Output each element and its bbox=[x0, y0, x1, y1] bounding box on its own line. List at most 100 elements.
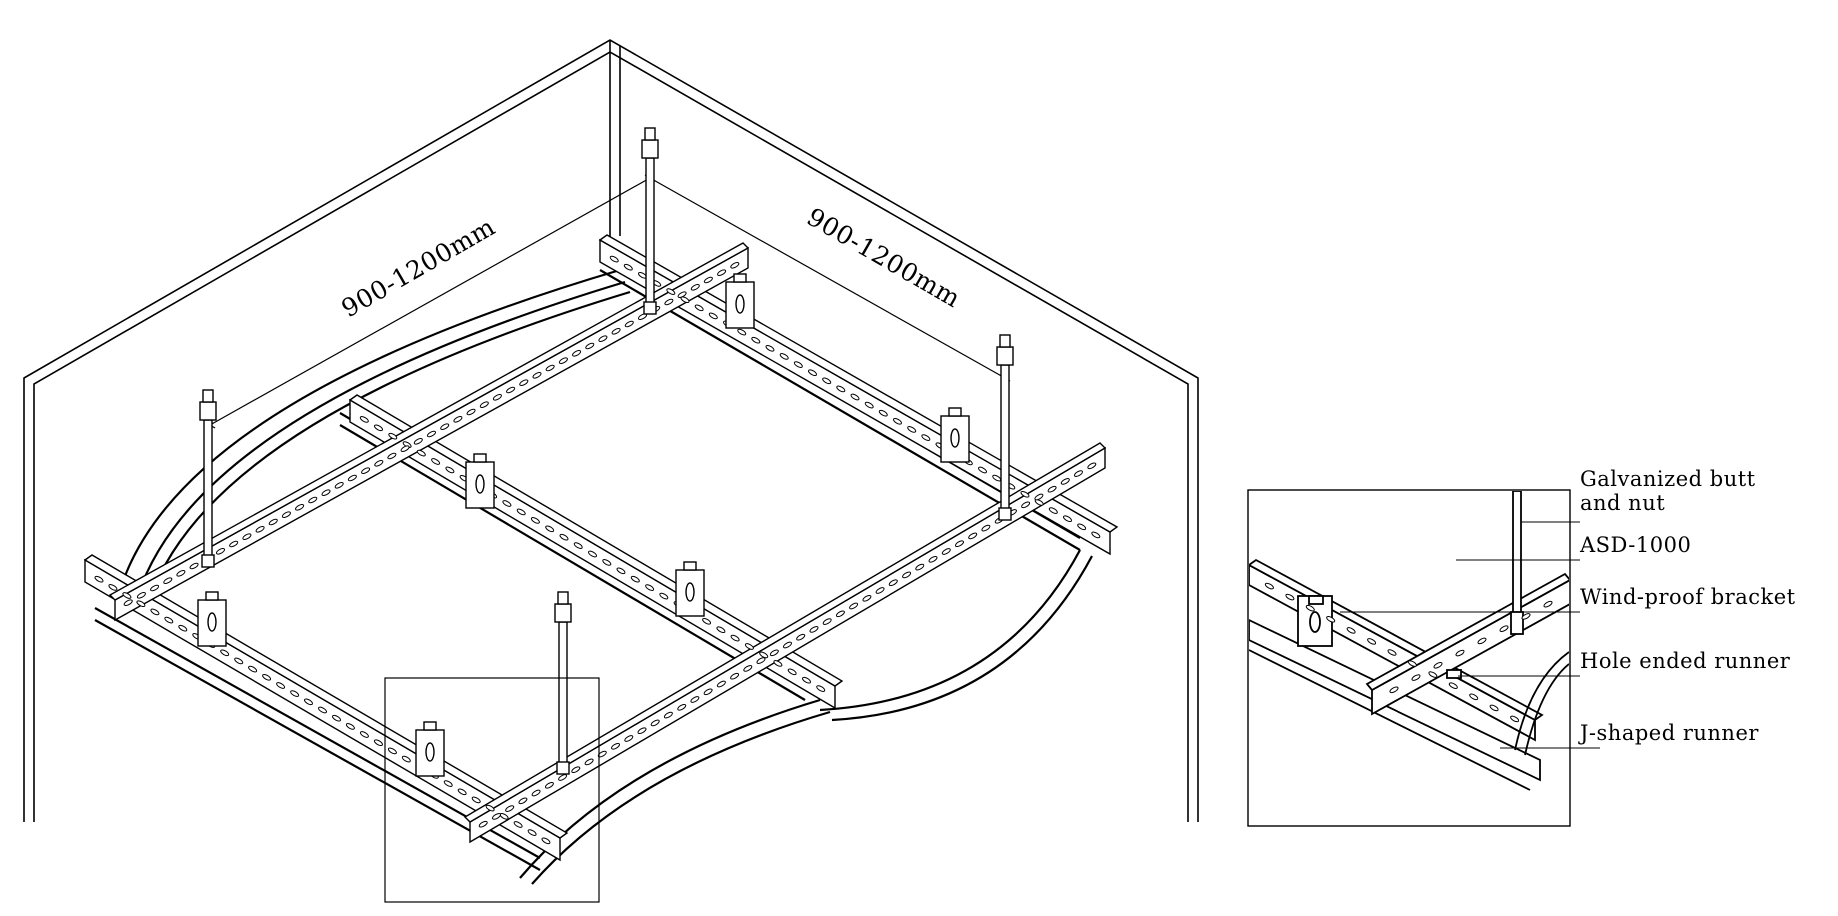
hole bbox=[921, 434, 931, 441]
top-clip bbox=[641, 139, 659, 159]
hole bbox=[1411, 674, 1421, 681]
hole bbox=[541, 837, 551, 845]
hole bbox=[915, 563, 925, 571]
hole bbox=[816, 685, 826, 692]
hole bbox=[163, 577, 173, 584]
hole bbox=[1305, 604, 1315, 612]
hole bbox=[1021, 501, 1031, 509]
hole bbox=[624, 735, 634, 742]
callout-leaders bbox=[1340, 521, 1600, 749]
hole bbox=[902, 571, 912, 579]
hole bbox=[518, 797, 528, 805]
hole bbox=[1264, 582, 1274, 590]
hole bbox=[773, 660, 783, 667]
rod bbox=[1000, 364, 1010, 519]
hole bbox=[609, 255, 619, 263]
hole bbox=[345, 723, 355, 730]
hole bbox=[743, 665, 753, 672]
clip-hook bbox=[999, 334, 1011, 348]
callout-labels: Galvanized butt and nut ASD-1000 Wind-pr… bbox=[1578, 467, 1795, 745]
hole bbox=[1034, 493, 1044, 501]
bracket-nut bbox=[473, 453, 487, 463]
hole bbox=[708, 312, 718, 320]
hole bbox=[1367, 638, 1377, 645]
hole bbox=[308, 496, 318, 504]
hole bbox=[717, 269, 727, 276]
hole bbox=[215, 548, 226, 555]
hole bbox=[571, 766, 581, 774]
label-and-nut: and nut bbox=[1580, 491, 1665, 515]
rod-nut bbox=[201, 554, 215, 568]
hole bbox=[928, 555, 938, 563]
hole bbox=[530, 517, 540, 524]
hole bbox=[317, 706, 328, 714]
hole bbox=[941, 548, 951, 555]
hole bbox=[862, 594, 872, 602]
hole bbox=[558, 774, 568, 781]
hole bbox=[716, 680, 726, 688]
hole bbox=[756, 657, 766, 664]
hole bbox=[1433, 662, 1443, 669]
hole bbox=[189, 562, 199, 570]
hole bbox=[585, 342, 595, 350]
perforation-holes bbox=[94, 255, 1101, 845]
hole bbox=[744, 643, 754, 650]
hole bbox=[864, 401, 874, 409]
label-asd-1000: ASD-1000 bbox=[1579, 533, 1691, 557]
hole bbox=[558, 357, 568, 364]
hole bbox=[782, 641, 793, 649]
hole bbox=[1047, 485, 1057, 493]
inset-perforations bbox=[1264, 582, 1553, 723]
hole bbox=[334, 482, 344, 489]
hole bbox=[694, 304, 704, 312]
hole bbox=[544, 781, 554, 789]
hole bbox=[416, 449, 426, 457]
hole bbox=[677, 291, 687, 298]
hole bbox=[807, 369, 818, 377]
hole bbox=[587, 550, 598, 558]
hole bbox=[262, 673, 272, 681]
wind-proof-brackets bbox=[197, 273, 970, 777]
bracket-slot bbox=[685, 582, 695, 602]
hole bbox=[531, 789, 541, 797]
bracket-nut bbox=[423, 721, 437, 731]
hole bbox=[374, 460, 384, 467]
hole bbox=[453, 416, 463, 423]
dimension-left-label: 900-1200mm bbox=[337, 212, 501, 323]
hole bbox=[892, 417, 903, 425]
hole bbox=[303, 698, 314, 706]
hole bbox=[136, 592, 146, 599]
hole bbox=[1499, 625, 1509, 632]
hole bbox=[94, 575, 104, 583]
hole bbox=[1469, 693, 1479, 701]
hole bbox=[136, 600, 146, 608]
hole bbox=[413, 438, 423, 445]
rod-nut bbox=[556, 761, 570, 775]
hole bbox=[850, 393, 860, 401]
hole bbox=[611, 328, 621, 335]
top-clip bbox=[554, 603, 572, 623]
hole bbox=[759, 651, 769, 659]
hole bbox=[822, 377, 832, 385]
hole bbox=[1326, 616, 1336, 623]
hole bbox=[532, 372, 542, 379]
hole bbox=[440, 423, 450, 430]
hole bbox=[690, 696, 700, 703]
hole bbox=[716, 626, 726, 634]
hole bbox=[659, 592, 669, 600]
hole bbox=[545, 364, 555, 372]
room-walls bbox=[23, 39, 1199, 822]
hole bbox=[779, 353, 789, 360]
hole bbox=[1521, 613, 1531, 620]
hole bbox=[610, 742, 621, 750]
hole bbox=[361, 467, 371, 474]
hole bbox=[178, 624, 188, 632]
hole bbox=[527, 829, 537, 836]
hole bbox=[1455, 649, 1465, 657]
hole bbox=[513, 821, 523, 828]
hole bbox=[822, 618, 832, 625]
hole bbox=[505, 805, 515, 812]
detail-marker-frame bbox=[384, 677, 600, 903]
hole bbox=[388, 432, 398, 440]
